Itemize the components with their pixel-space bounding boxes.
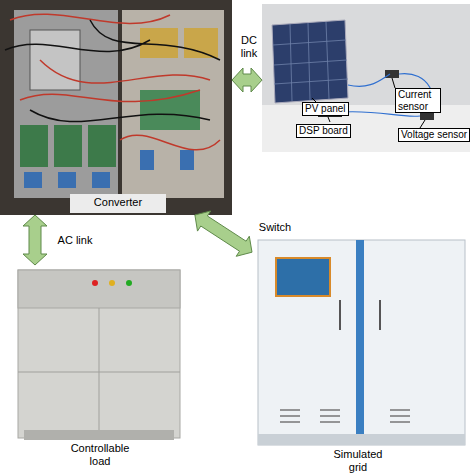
door-handle: [340, 300, 380, 330]
cabinet: [18, 270, 180, 438]
current-sensor: [385, 70, 399, 78]
label-patch: [70, 194, 166, 213]
converter-photo: [0, 0, 232, 215]
cabinet: [258, 240, 465, 445]
voltage-sensor: [420, 112, 434, 120]
indicator-light: [109, 280, 115, 286]
double-arrow: [195, 211, 252, 256]
pcb: [54, 125, 82, 167]
link-label: AC link: [50, 234, 100, 247]
double-arrow: [232, 68, 262, 92]
solar-panel: [272, 20, 348, 103]
link-label: DC link: [236, 34, 262, 59]
load-node: Controllable load: [10, 265, 190, 475]
terminal-block: [30, 30, 80, 90]
chassis: [122, 10, 224, 198]
relay: [140, 150, 154, 170]
chassis: [14, 10, 118, 198]
grid-cabinet: [258, 240, 465, 445]
pv-photo: [262, 4, 470, 152]
callout-label: PV panel: [302, 102, 349, 116]
load-cabinet: [18, 270, 180, 440]
converter-node: Converter: [0, 0, 232, 215]
door-seam: [18, 308, 180, 438]
transformer: [184, 28, 218, 58]
cabinet-base: [24, 430, 174, 440]
node-label: Simulated grid: [326, 448, 390, 473]
relay: [180, 150, 194, 170]
grid-node: Simulated grid: [252, 238, 470, 475]
callout-label: DSP board: [296, 124, 351, 138]
cabinet-base: [258, 434, 465, 445]
mounting-board: [0, 0, 232, 215]
touch-screen: [276, 258, 330, 296]
link-label: Switch: [250, 221, 300, 234]
callout-label: Voltage sensor: [398, 128, 470, 142]
wire: [10, 14, 220, 150]
pcb: [88, 125, 116, 167]
wire: [5, 20, 220, 122]
panel-grid: [273, 22, 348, 101]
capacitor: [24, 172, 42, 188]
blue-stripe: [356, 240, 364, 435]
pcb: [20, 125, 48, 167]
vent: [280, 410, 410, 422]
indicator-light: [92, 280, 98, 286]
node-label: Converter: [78, 196, 158, 209]
photo-background: [262, 4, 470, 152]
node-label: Controllable load: [60, 442, 140, 467]
pcb: [140, 90, 200, 130]
pv-setup-node: PV panel Current sensorDSP board Voltage s…: [262, 4, 470, 152]
cabinet-top: [18, 270, 180, 308]
indicator-light: [126, 280, 132, 286]
capacitor: [92, 172, 110, 188]
double-arrow: [23, 215, 47, 265]
callout-label: Current sensor: [395, 88, 441, 113]
capacitor: [58, 172, 76, 188]
